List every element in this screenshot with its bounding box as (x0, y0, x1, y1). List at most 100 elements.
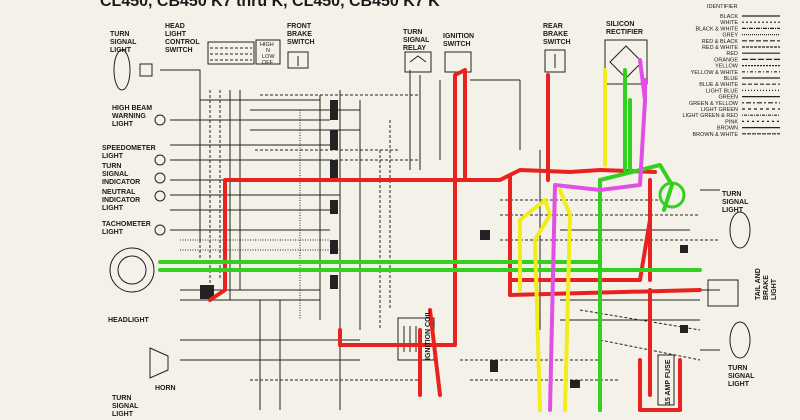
headlight-symbol (109, 247, 155, 293)
legend-entry: BROWN (717, 126, 738, 132)
legend-entry: RED (726, 51, 738, 57)
label-front-brake-switch: FRONT BRAKE SWITCH (287, 23, 315, 46)
legend-entry: PINK (725, 119, 738, 125)
legend-entry: BLACK (720, 14, 738, 20)
svg-text:TAIL AND: TAIL AND (755, 268, 762, 300)
svg-text:BRAKE: BRAKE (543, 31, 568, 38)
svg-text:N: N (266, 48, 270, 54)
legend-entry: YELLOW & WHITE (691, 70, 739, 76)
svg-text:SIGNAL: SIGNAL (112, 403, 139, 410)
svg-text:LIGHT: LIGHT (112, 121, 134, 128)
svg-text:SIGNAL: SIGNAL (403, 37, 430, 44)
svg-text:OFF: OFF (262, 60, 274, 66)
legend-entry: BROWN & WHITE (692, 132, 738, 138)
diagram-title: CL450, CB450 K7 thru K, CL450, CB450 K7 … (100, 0, 440, 10)
legend-heading: IDENTIFIER (707, 4, 738, 10)
svg-text:CONTROL: CONTROL (165, 39, 200, 46)
legend-entry: GREEN & YELLOW (689, 101, 739, 107)
svg-text:WARNING: WARNING (112, 113, 146, 120)
svg-text:SIGNAL: SIGNAL (110, 39, 137, 46)
svg-text:TURN: TURN (110, 31, 129, 38)
switch-positions: HIGH N LOW OFF (260, 42, 275, 66)
label-turn-signal-indicator: TURN SIGNAL INDICATOR (102, 163, 140, 186)
label-headlight-control-switch: HEAD LIGHT CONTROL SWITCH (165, 23, 200, 54)
svg-text:TURN: TURN (403, 29, 422, 36)
headlight-control-switch (207, 39, 281, 65)
svg-text:LIGHT: LIGHT (110, 47, 132, 54)
svg-text:REAR: REAR (543, 23, 563, 30)
legend-entry: LIGHT GREEN & RED (682, 113, 738, 119)
svg-text:SWITCH: SWITCH (165, 47, 193, 54)
label-speedometer: SPEEDOMETER LIGHT (102, 145, 156, 160)
legend-entry: BLUE (724, 76, 739, 82)
turn-signal-relay (404, 51, 432, 73)
svg-text:TACHOMETER: TACHOMETER (102, 221, 151, 228)
label-horn: HORN (155, 385, 176, 392)
svg-text:INDICATOR: INDICATOR (102, 197, 140, 204)
label-turn-signal-relay: TURN SIGNAL RELAY (403, 29, 430, 52)
svg-text:SWITCH: SWITCH (443, 41, 471, 48)
svg-text:TURN: TURN (728, 365, 747, 372)
svg-text:TURN: TURN (102, 163, 121, 170)
svg-text:HIGH BEAM: HIGH BEAM (112, 105, 152, 112)
svg-text:IGNITION: IGNITION (443, 33, 474, 40)
label-neutral: NEUTRAL INDICATOR LIGHT (102, 189, 140, 212)
svg-text:LIGHT: LIGHT (102, 205, 124, 212)
label-rear-brake-switch: REAR BRAKE SWITCH (543, 23, 571, 46)
fuse-symbol (657, 354, 675, 406)
label-high-beam: HIGH BEAM WARNING LIGHT (112, 105, 152, 128)
label-turn-signal-light-r1: TURN SIGNAL LIGHT (722, 191, 749, 214)
svg-text:NEUTRAL: NEUTRAL (102, 189, 136, 196)
label-silicon-rectifier: SILICON RECTIFIER (606, 21, 643, 36)
svg-text:RELAY: RELAY (403, 45, 426, 52)
horn-symbol (149, 347, 169, 379)
svg-text:LIGHT: LIGHT (771, 278, 778, 300)
legend-entry: LIGHT GREEN (701, 107, 738, 113)
svg-text:LIGHT: LIGHT (112, 411, 134, 418)
legend-entry: ORANGE (714, 57, 738, 63)
legend-entry: LIGHT BLUE (706, 88, 738, 94)
svg-text:HIGH: HIGH (260, 42, 274, 48)
svg-text:HEAD: HEAD (165, 23, 185, 30)
wire-green (158, 68, 702, 412)
label-turn-signal-light-tl: TURN SIGNAL LIGHT (110, 31, 137, 54)
label-tachometer: TACHOMETER LIGHT (102, 221, 151, 236)
legend-entry: BLUE & WHITE (699, 82, 738, 88)
legend-entry: RED & BLACK (702, 39, 739, 45)
wire-red (208, 68, 702, 412)
svg-text:LIGHT: LIGHT (165, 31, 187, 38)
legend-entry: GREEN (718, 95, 738, 101)
svg-text:FRONT: FRONT (287, 23, 312, 30)
svg-text:LIGHT: LIGHT (728, 381, 750, 388)
black-wiring (160, 69, 720, 410)
indicator-lights-left (154, 114, 166, 236)
svg-text:BRAKE: BRAKE (763, 275, 770, 300)
green-wire (158, 68, 702, 412)
front-brake-switch (287, 51, 309, 69)
legend-entry: YELLOW (715, 64, 739, 70)
svg-text:SIGNAL: SIGNAL (102, 171, 129, 178)
label-ignition-switch: IGNITION SWITCH (443, 33, 474, 48)
svg-text:TURN: TURN (112, 395, 131, 402)
svg-text:SWITCH: SWITCH (287, 39, 315, 46)
svg-text:LIGHT: LIGHT (722, 207, 744, 214)
svg-text:SWITCH: SWITCH (543, 39, 571, 46)
svg-text:BRAKE: BRAKE (287, 31, 312, 38)
svg-text:INDICATOR: INDICATOR (102, 179, 140, 186)
legend-entry: RED & WHITE (702, 45, 738, 51)
right-lights (707, 211, 751, 359)
svg-text:TURN: TURN (722, 191, 741, 198)
svg-text:LIGHT: LIGHT (102, 229, 124, 236)
legend-entry: GREY (722, 33, 738, 39)
svg-text:SIGNAL: SIGNAL (728, 373, 755, 380)
label-turn-signal-light-r2: TURN SIGNAL LIGHT (728, 365, 755, 388)
label-headlight: HEADLIGHT (108, 317, 150, 324)
label-turn-signal-light-bl: TURN SIGNAL LIGHT (112, 395, 139, 418)
svg-text:SILICON: SILICON (606, 21, 634, 28)
svg-text:LIGHT: LIGHT (102, 153, 124, 160)
svg-text:SPEEDOMETER: SPEEDOMETER (102, 145, 156, 152)
label-tail-brake-light: TAIL AND BRAKE LIGHT (755, 268, 778, 300)
wire-yellow (518, 68, 607, 412)
